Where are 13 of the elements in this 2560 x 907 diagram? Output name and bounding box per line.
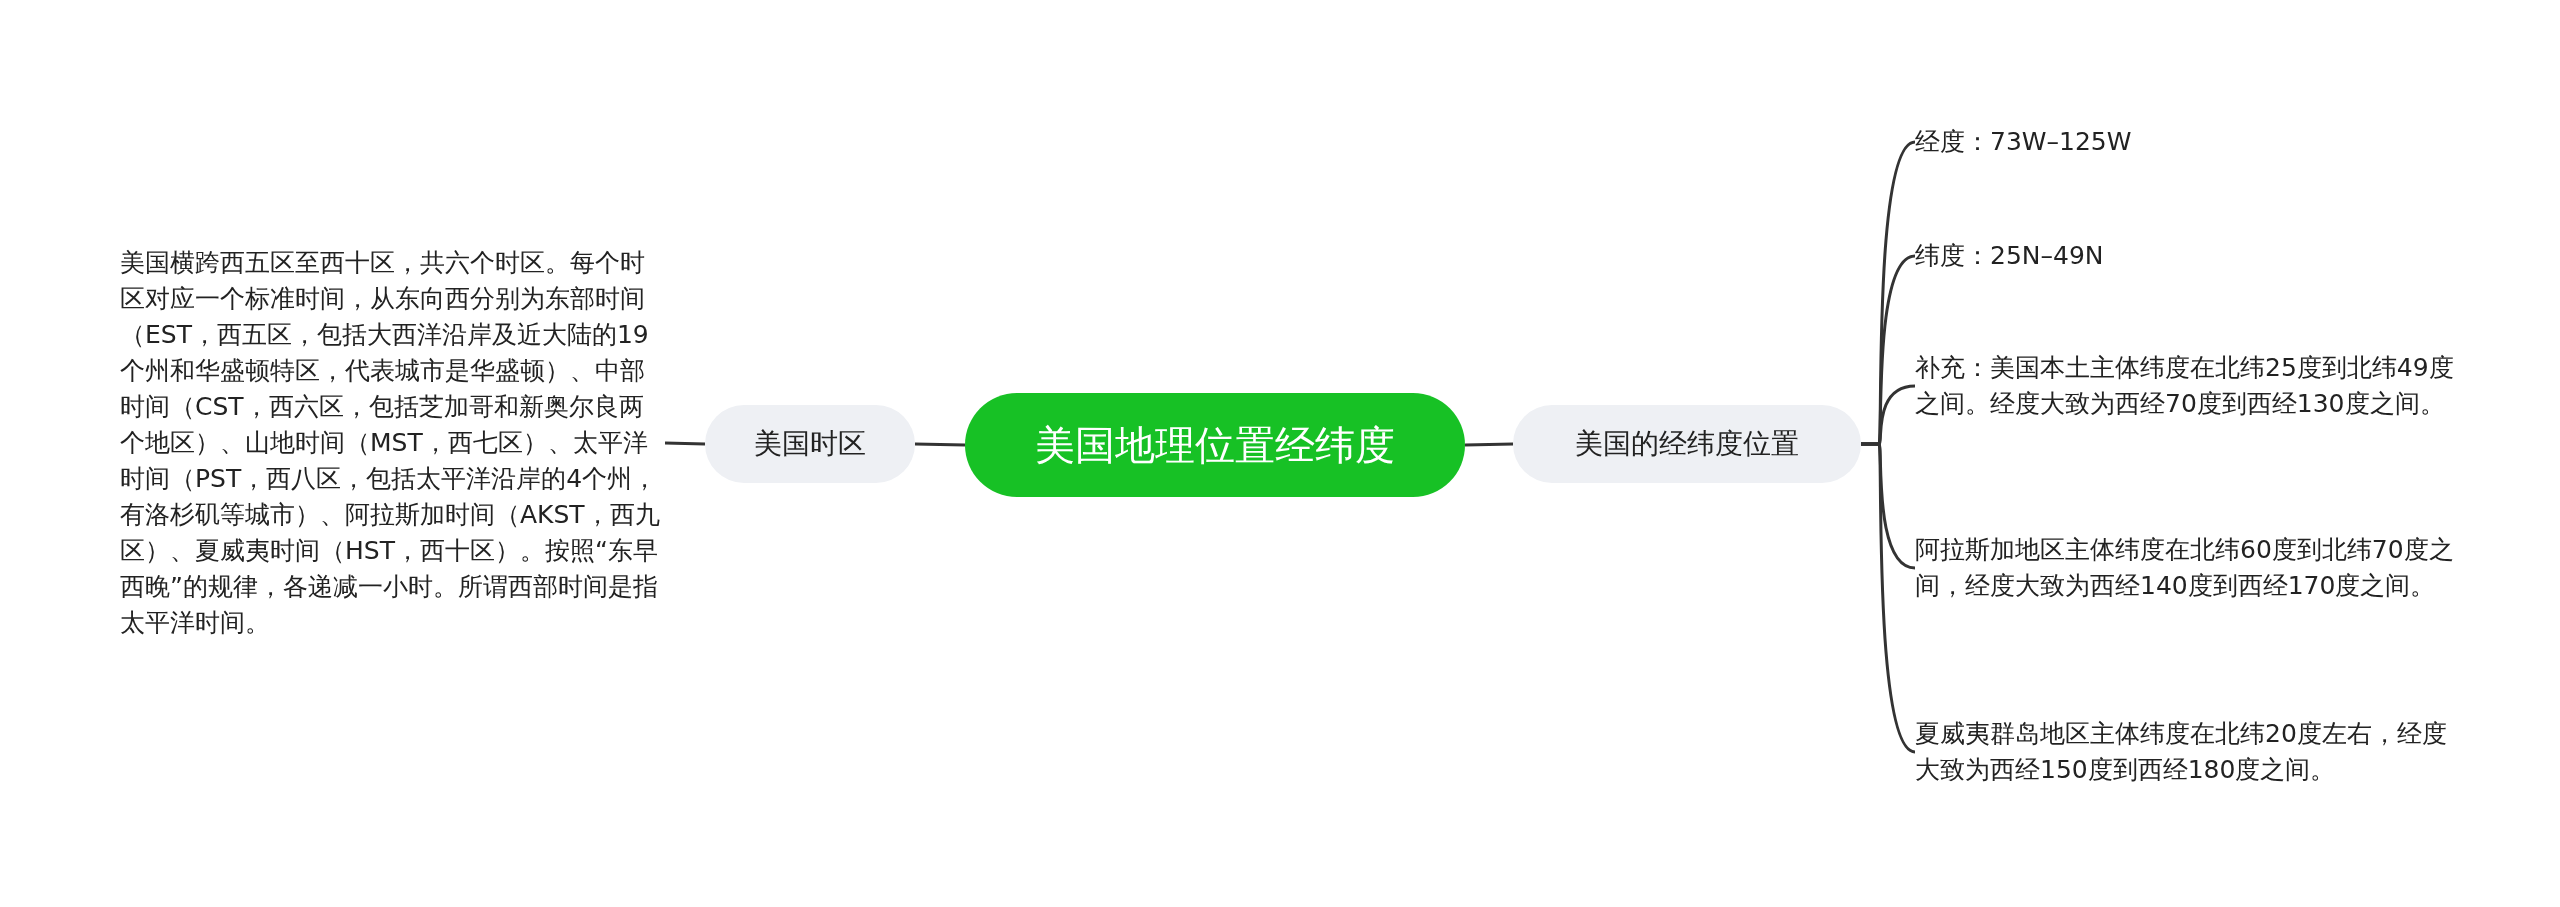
connector-line: [664, 441, 706, 446]
connector-line: [914, 442, 966, 447]
topic-box: 美国时区: [705, 405, 915, 483]
topic-box: 美国的经纬度位置: [1513, 405, 1861, 483]
connector-line: [1861, 442, 1916, 754]
note-text: 夏威夷群岛地区主体纬度在北纬20度左右，经度大致为西经150度到西经180度之间。: [1915, 716, 2455, 788]
note-text: 经度：73W–125W: [1915, 124, 2455, 160]
note-text: 纬度：25N–49N: [1915, 238, 2455, 274]
note-text: 阿拉斯加地区主体纬度在北纬60度到北纬70度之间，经度大致为西经140度到西经170度之间。: [1915, 532, 2455, 604]
note-text: 美国横跨西五区至西十区，共六个时区。每个时区对应一个标准时间，从东向西分别为东部时间（EST，西五区，包括大西洋沿岸及近大陆的19个州和华盛顿特区，代表城市是华盛顿）、中部时间（CST，西六区，包括芝加哥和新奥尔良两个地区）、山地时间（MST，西七区）、太平洋时间（PST，西八区，包括太平洋沿岸的4个州，有洛杉矶等城市）、阿拉斯加时间（AKST，西九区）、夏威夷时间（HST，西十区）。按照“东早西晚”的规律，各递减一小时。所谓西部时间是指太平洋时间。: [120, 245, 665, 641]
connector-line: [1464, 442, 1514, 447]
central-topic: 美国地理位置经纬度: [965, 393, 1465, 497]
note-text: 补充：美国本土主体纬度在北纬25度到北纬49度之间。经度大致为西经70度到西经130度之间。: [1915, 350, 2455, 422]
